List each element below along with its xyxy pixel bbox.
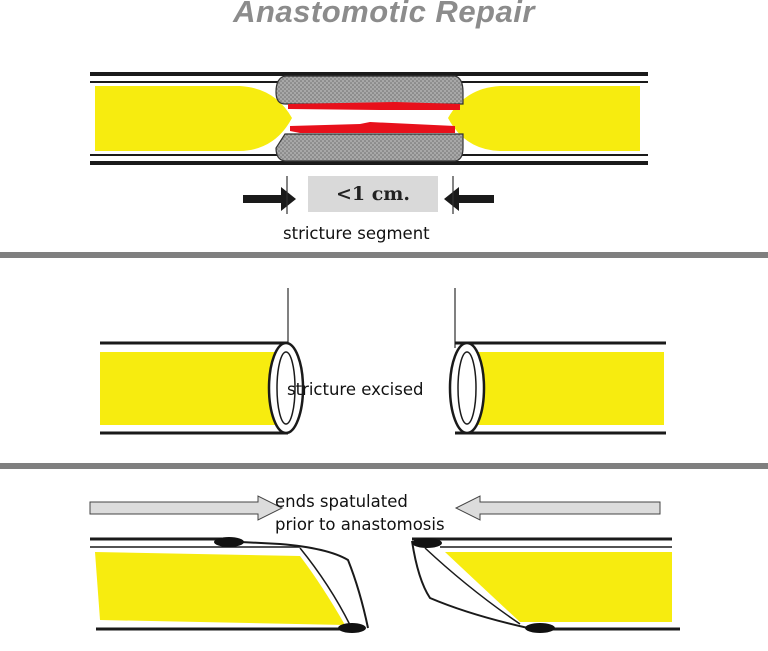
left-segment-lumen-edge xyxy=(276,351,296,425)
urethra-lumen-left xyxy=(95,86,292,151)
right-spatulated-cut-edge xyxy=(424,547,521,625)
narrowed-lumen-upper xyxy=(288,102,460,110)
urethra-lumen-right xyxy=(448,86,640,151)
left-stay-suture-knot-bottom xyxy=(338,623,366,633)
right-stay-suture-knot-bottom xyxy=(525,623,555,633)
stricture-scar-top xyxy=(275,75,464,105)
right-spatulated-flap xyxy=(411,540,529,629)
approximate-arrow-right-icon xyxy=(89,495,284,521)
narrowed-lumen-lower xyxy=(290,122,455,133)
left-spatulated-cut-edge xyxy=(299,547,351,626)
panel-stricture-segment xyxy=(90,72,648,214)
diagram-title: Anastomotic Repair xyxy=(233,0,535,29)
stricture-segment-caption: stricture segment xyxy=(283,224,430,243)
panel-stricture-excised xyxy=(100,288,666,435)
stricture-excised-caption: stricture excised xyxy=(287,380,424,399)
spatulated-caption-line1: ends spatulated xyxy=(275,492,408,511)
right-stay-suture-knot-top xyxy=(412,538,442,548)
left-stay-suture-knot-top xyxy=(214,537,244,547)
panel-divider-2 xyxy=(0,463,768,469)
measure-label: <1 cm. xyxy=(308,176,438,212)
stricture-scar-bottom xyxy=(275,133,464,162)
left-segment-lumen xyxy=(100,352,275,425)
panel-divider-1 xyxy=(0,252,768,258)
arrow-right-icon xyxy=(243,187,296,211)
left-spatulated-lumen xyxy=(95,552,345,625)
right-spatulated-lumen xyxy=(445,552,672,622)
approximate-arrow-left-icon xyxy=(454,495,661,521)
spatulated-caption-line2: prior to anastomosis xyxy=(275,515,445,534)
arrow-left-icon xyxy=(444,187,494,211)
right-segment-lumen xyxy=(470,352,664,425)
panel-ends-spatulated xyxy=(89,495,680,633)
left-spatulated-flap xyxy=(221,540,369,629)
right-segment-lumen-edge xyxy=(457,351,477,425)
